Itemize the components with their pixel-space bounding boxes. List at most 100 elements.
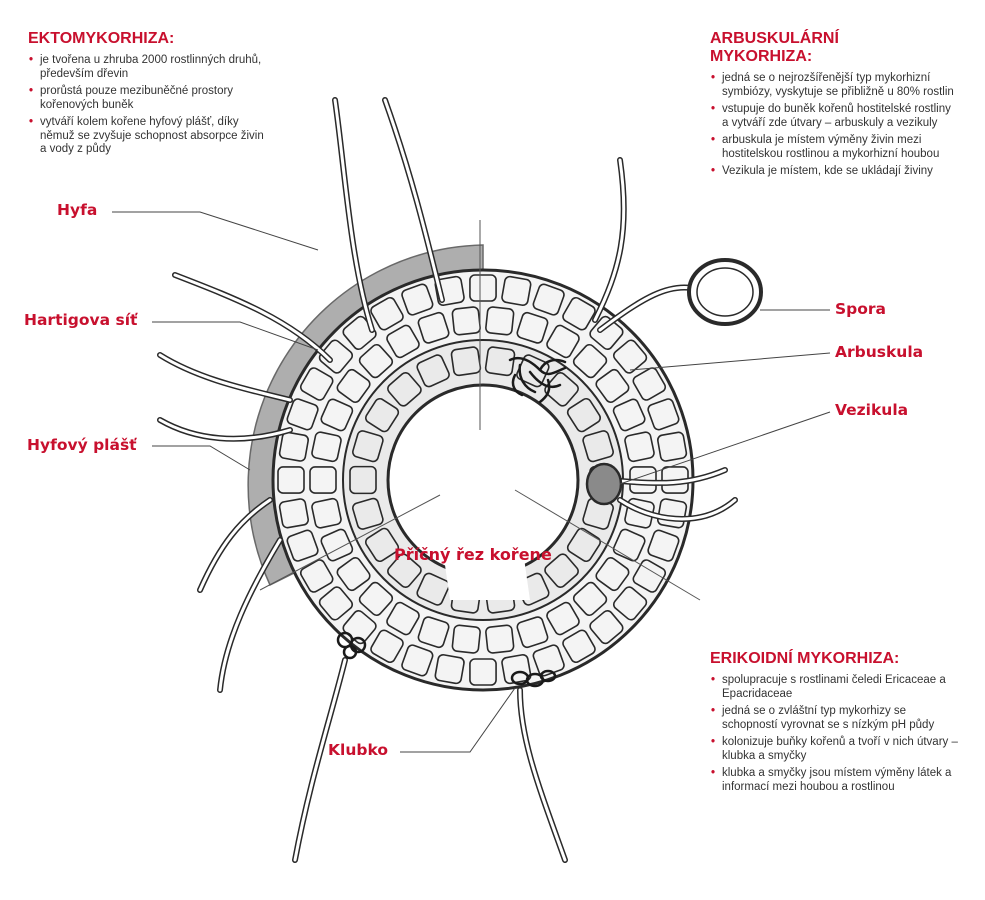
cortex-cell (546, 324, 580, 359)
cortex-cell (401, 644, 434, 677)
cortex-cell (647, 398, 680, 431)
cortex-cell (320, 528, 354, 562)
cortex-cell (451, 306, 481, 336)
ericoid-mycorrhiza-title: ERIKOIDNÍ MYKORHIZA: (710, 650, 900, 667)
cortex-cell (277, 466, 305, 494)
cortex-cell (370, 296, 404, 331)
cortex-cell (320, 398, 354, 432)
cortex-cell (349, 465, 377, 495)
arbuscular-title-line1: ARBUSKULÁRNÍ (710, 30, 839, 47)
sector-line-left (259, 494, 441, 591)
cortex-cell (485, 624, 515, 654)
list-item: arbuskula je místem výměny živin mezi ho… (710, 134, 960, 161)
cortex-cell (387, 553, 422, 589)
cortex-cell (562, 629, 596, 664)
cortex-cell (286, 398, 319, 431)
list-item: vstupuje do buněk kořenů hostitelské ros… (710, 103, 960, 130)
cortex-cell (612, 339, 648, 374)
cortex-cell (450, 346, 482, 377)
cortex-cell (386, 324, 420, 359)
cortex-cell (589, 315, 624, 351)
cortex-cell (401, 283, 434, 316)
ericoid-mycorrhiza-list: spolupracuje s rostlinami čeledi Ericace… (710, 674, 960, 794)
spore-outer (687, 258, 763, 326)
cortex-cell (562, 296, 596, 331)
cortex-cell (336, 368, 371, 403)
label-coil: Klubko (328, 741, 388, 759)
cortex-cell (632, 559, 667, 593)
cortex-cell (451, 624, 481, 654)
list-item: Vezikula je místem, kde se ukládají živi… (710, 165, 960, 179)
cortex-cell (595, 368, 630, 403)
ectomycorrhiza-title: EKTOMYKORHIZA: (28, 30, 175, 47)
cortex-cell (566, 527, 602, 563)
vesicle (585, 462, 623, 506)
section-divider-wedge (435, 480, 530, 600)
cortex-cell (299, 559, 334, 593)
list-item: je tvořena u zhruba 2000 rostlinných dru… (28, 54, 268, 81)
list-item: spolupracuje s rostlinami čeledi Ericace… (710, 674, 960, 701)
cortex-cell (657, 498, 688, 529)
ectomycorrhiza-list: je tvořena u zhruba 2000 rostlinných dru… (28, 54, 268, 157)
cortex-cell (589, 609, 624, 645)
cortex-cell (311, 497, 342, 529)
list-item: kolonizuje buňky kořenů a tvoří v nich ú… (710, 736, 960, 763)
cortex-cell (469, 274, 497, 302)
label-spore: Spora (835, 300, 887, 318)
list-item: jedná se o nejrozšířenější typ mykorhizn… (710, 72, 960, 99)
cortex-cell (311, 431, 342, 463)
cortex-cell (612, 586, 648, 621)
ectomycorrhiza-info: EKTOMYKORHIZA: je tvořena u zhruba 2000 … (28, 30, 268, 161)
cortex-cell (416, 354, 450, 388)
cortex-cell (572, 343, 608, 379)
cortex-cell (657, 431, 688, 462)
label-vesicle: Vezikula (835, 401, 909, 419)
cortex-cell (566, 397, 602, 433)
cortex-cell (286, 529, 319, 562)
cortex-cell (582, 430, 614, 463)
label-arbuscule: Arbuskula (835, 343, 924, 361)
cortex-cell (484, 346, 516, 377)
cortex-cell (364, 527, 400, 563)
cortex-cell (544, 371, 579, 407)
cortex-cell (546, 601, 580, 636)
cortex-cell (352, 430, 384, 463)
label-root-cross-section: Příčný řez kořene (394, 545, 552, 564)
cortex-cell (358, 581, 394, 617)
list-item: prorůstá pouze mezibuněčné prostory koře… (28, 85, 268, 112)
cortex-cell (501, 654, 532, 685)
arbuscule (508, 356, 567, 404)
arbuscular-title-line2: MYKORHIZA: (710, 48, 813, 65)
cortex-cell (318, 339, 354, 374)
cortex-cell (612, 528, 646, 562)
cortex-cell (485, 306, 515, 336)
cortex-cell (352, 497, 384, 530)
cortex-cell (469, 658, 497, 686)
cortex-cell (387, 371, 422, 407)
arbuscular-mycorrhiza-list: jedná se o nejrozšířenější typ mykorhizn… (710, 72, 960, 179)
list-item: klubka a smyčky jsou místem výměny látek… (710, 767, 960, 794)
cortex-cell (595, 557, 630, 592)
cortex-cell (309, 466, 337, 494)
cortex-cell (612, 398, 646, 432)
cortex-cell (434, 654, 465, 685)
cortex-cell (370, 629, 404, 664)
cortex-cell (278, 431, 309, 462)
label-hyphal-mantle: Hyfový plášť (27, 436, 137, 454)
cortex-cell (417, 616, 450, 649)
cortex-cell (544, 553, 579, 589)
cortex-cell (434, 275, 465, 306)
cortex-cell (416, 572, 450, 606)
cortex-cell (516, 311, 549, 344)
label-hyfa: Hyfa (57, 201, 98, 219)
cortex-cell (386, 601, 420, 636)
hyphal-coils (336, 631, 557, 688)
sector-line-right (514, 489, 701, 601)
cortex-cell (532, 283, 565, 316)
cortex-cell (516, 616, 549, 649)
cortex-cell (572, 581, 608, 617)
ericoid-mycorrhiza-info: ERIKOIDNÍ MYKORHIZA: spolupracuje s rost… (710, 650, 960, 798)
